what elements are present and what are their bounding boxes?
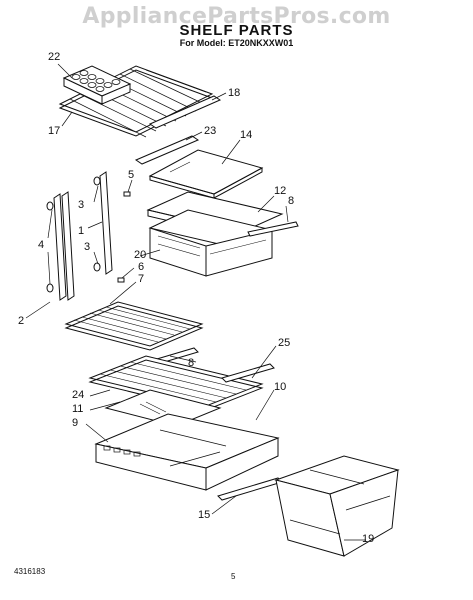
- callout-1: 1: [78, 225, 85, 237]
- egg-rack: [62, 65, 132, 105]
- callout-23: 23: [204, 125, 217, 137]
- shelf-clips: [46, 176, 101, 293]
- site-watermark: AppliancePartsPros.com: [82, 4, 391, 29]
- callout-4: 4: [38, 239, 45, 251]
- glass-shelf: [148, 149, 264, 199]
- crisper-rail: [217, 477, 283, 501]
- shelf-trim-strip: [148, 95, 222, 129]
- callout-11: 11: [72, 403, 84, 415]
- keeper-rail-right: [247, 221, 299, 237]
- meat-keeper-assembly: [146, 191, 284, 277]
- crisper-drawers: [274, 455, 400, 557]
- callout-10: 10: [274, 381, 287, 393]
- callout-5: 5: [128, 169, 135, 181]
- callout-24: 24: [72, 389, 85, 401]
- glass-shelf-trim: [134, 135, 200, 165]
- shelf-trim-25: [221, 363, 275, 383]
- callout-6: 6: [138, 261, 145, 273]
- callout-3b: 3: [84, 241, 91, 253]
- callout-25: 25: [278, 337, 291, 349]
- crisper-cover-frame: [94, 413, 280, 491]
- doc-number: 4316183: [14, 567, 46, 576]
- callout-2: 2: [18, 315, 25, 327]
- screw-5: [123, 191, 131, 197]
- callout-19: 19: [362, 533, 375, 545]
- callout-20: 20: [134, 249, 147, 261]
- callout-17: 17: [48, 125, 61, 137]
- wire-shelf-large: [64, 301, 204, 351]
- diagram-title: SHELF PARTS: [179, 22, 294, 39]
- shelf-ladders: [53, 171, 113, 301]
- callout-8b: 8: [188, 357, 195, 369]
- callout-7: 7: [138, 273, 145, 285]
- callout-18: 18: [228, 87, 241, 99]
- callout-12: 12: [274, 185, 287, 197]
- page-number: 5: [231, 572, 236, 581]
- model-line: For Model: ET20NKXXW01: [179, 38, 294, 48]
- callout-8a: 8: [288, 195, 295, 207]
- callout-3a: 3: [78, 199, 85, 211]
- callout-22: 22: [48, 51, 61, 63]
- callout-14: 14: [240, 129, 253, 141]
- leader-lines: [25, 63, 366, 541]
- callout-9: 9: [72, 417, 79, 429]
- screw-6: [117, 277, 125, 283]
- callout-15: 15: [198, 509, 211, 521]
